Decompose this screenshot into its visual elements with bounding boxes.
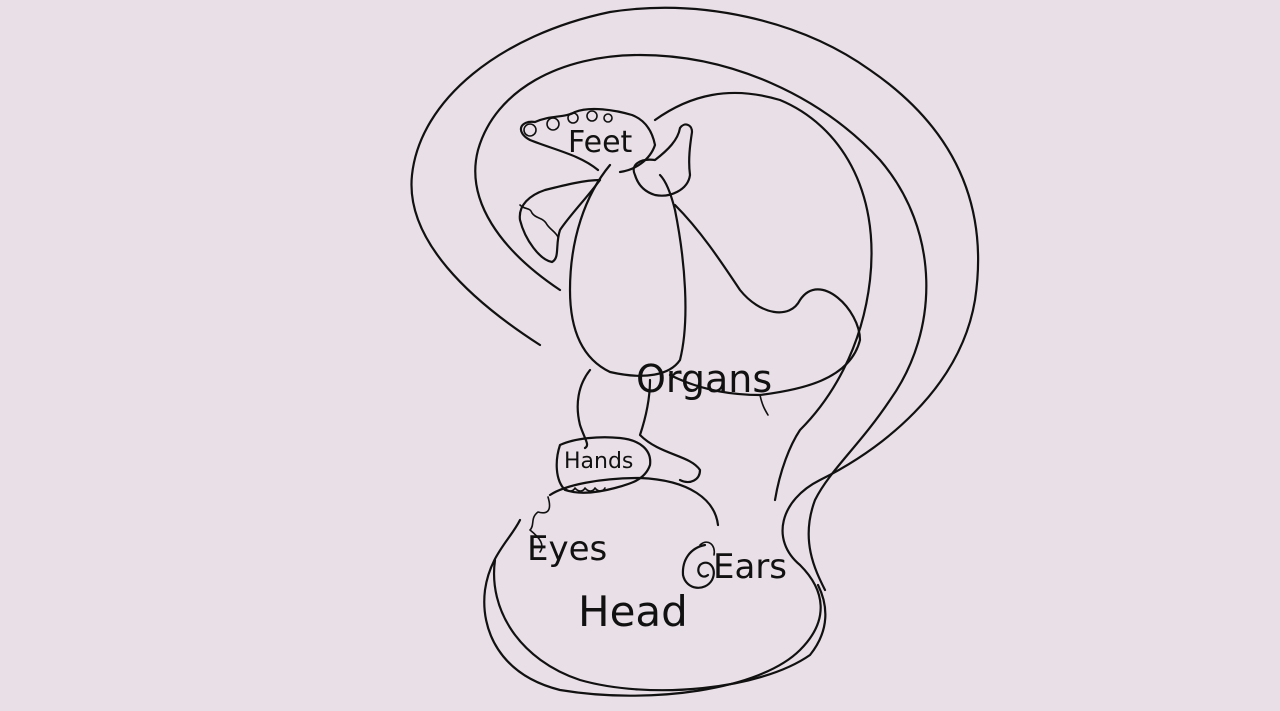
ear-lobe-outline [492, 558, 827, 692]
toe-1 [523, 123, 537, 137]
homunculus-body [568, 163, 687, 377]
toe-5 [603, 113, 613, 123]
label-feet: Feet [568, 125, 633, 160]
homunculus-arm [576, 368, 592, 450]
face-profile [529, 496, 551, 553]
left-foot-outline [519, 107, 657, 174]
homunculus-leg [668, 203, 862, 397]
toe-4 [586, 110, 598, 122]
leg-inner-line [759, 394, 769, 416]
hand-fingers [564, 487, 606, 492]
sole-outline [518, 178, 602, 264]
toe-2 [546, 117, 560, 131]
toe-3 [567, 112, 579, 124]
small-ear-hook [699, 541, 716, 556]
inner-helix-outline [474, 53, 928, 592]
label-eyes: Eyes [527, 529, 607, 569]
head-top-outline [548, 476, 720, 527]
small-ear-spiral [681, 543, 715, 589]
right-foot-outline [632, 123, 694, 197]
antihelix-outline [653, 91, 873, 502]
label-organs: Organs [636, 357, 772, 401]
outer-ear-outline [410, 6, 980, 697]
label-ears: Ears [713, 547, 787, 587]
label-hands: Hands [564, 449, 633, 474]
hands-outline [555, 436, 652, 494]
homunculus-arm-2 [638, 378, 702, 484]
label-head: Head [578, 587, 688, 636]
sole-toes [519, 204, 559, 238]
